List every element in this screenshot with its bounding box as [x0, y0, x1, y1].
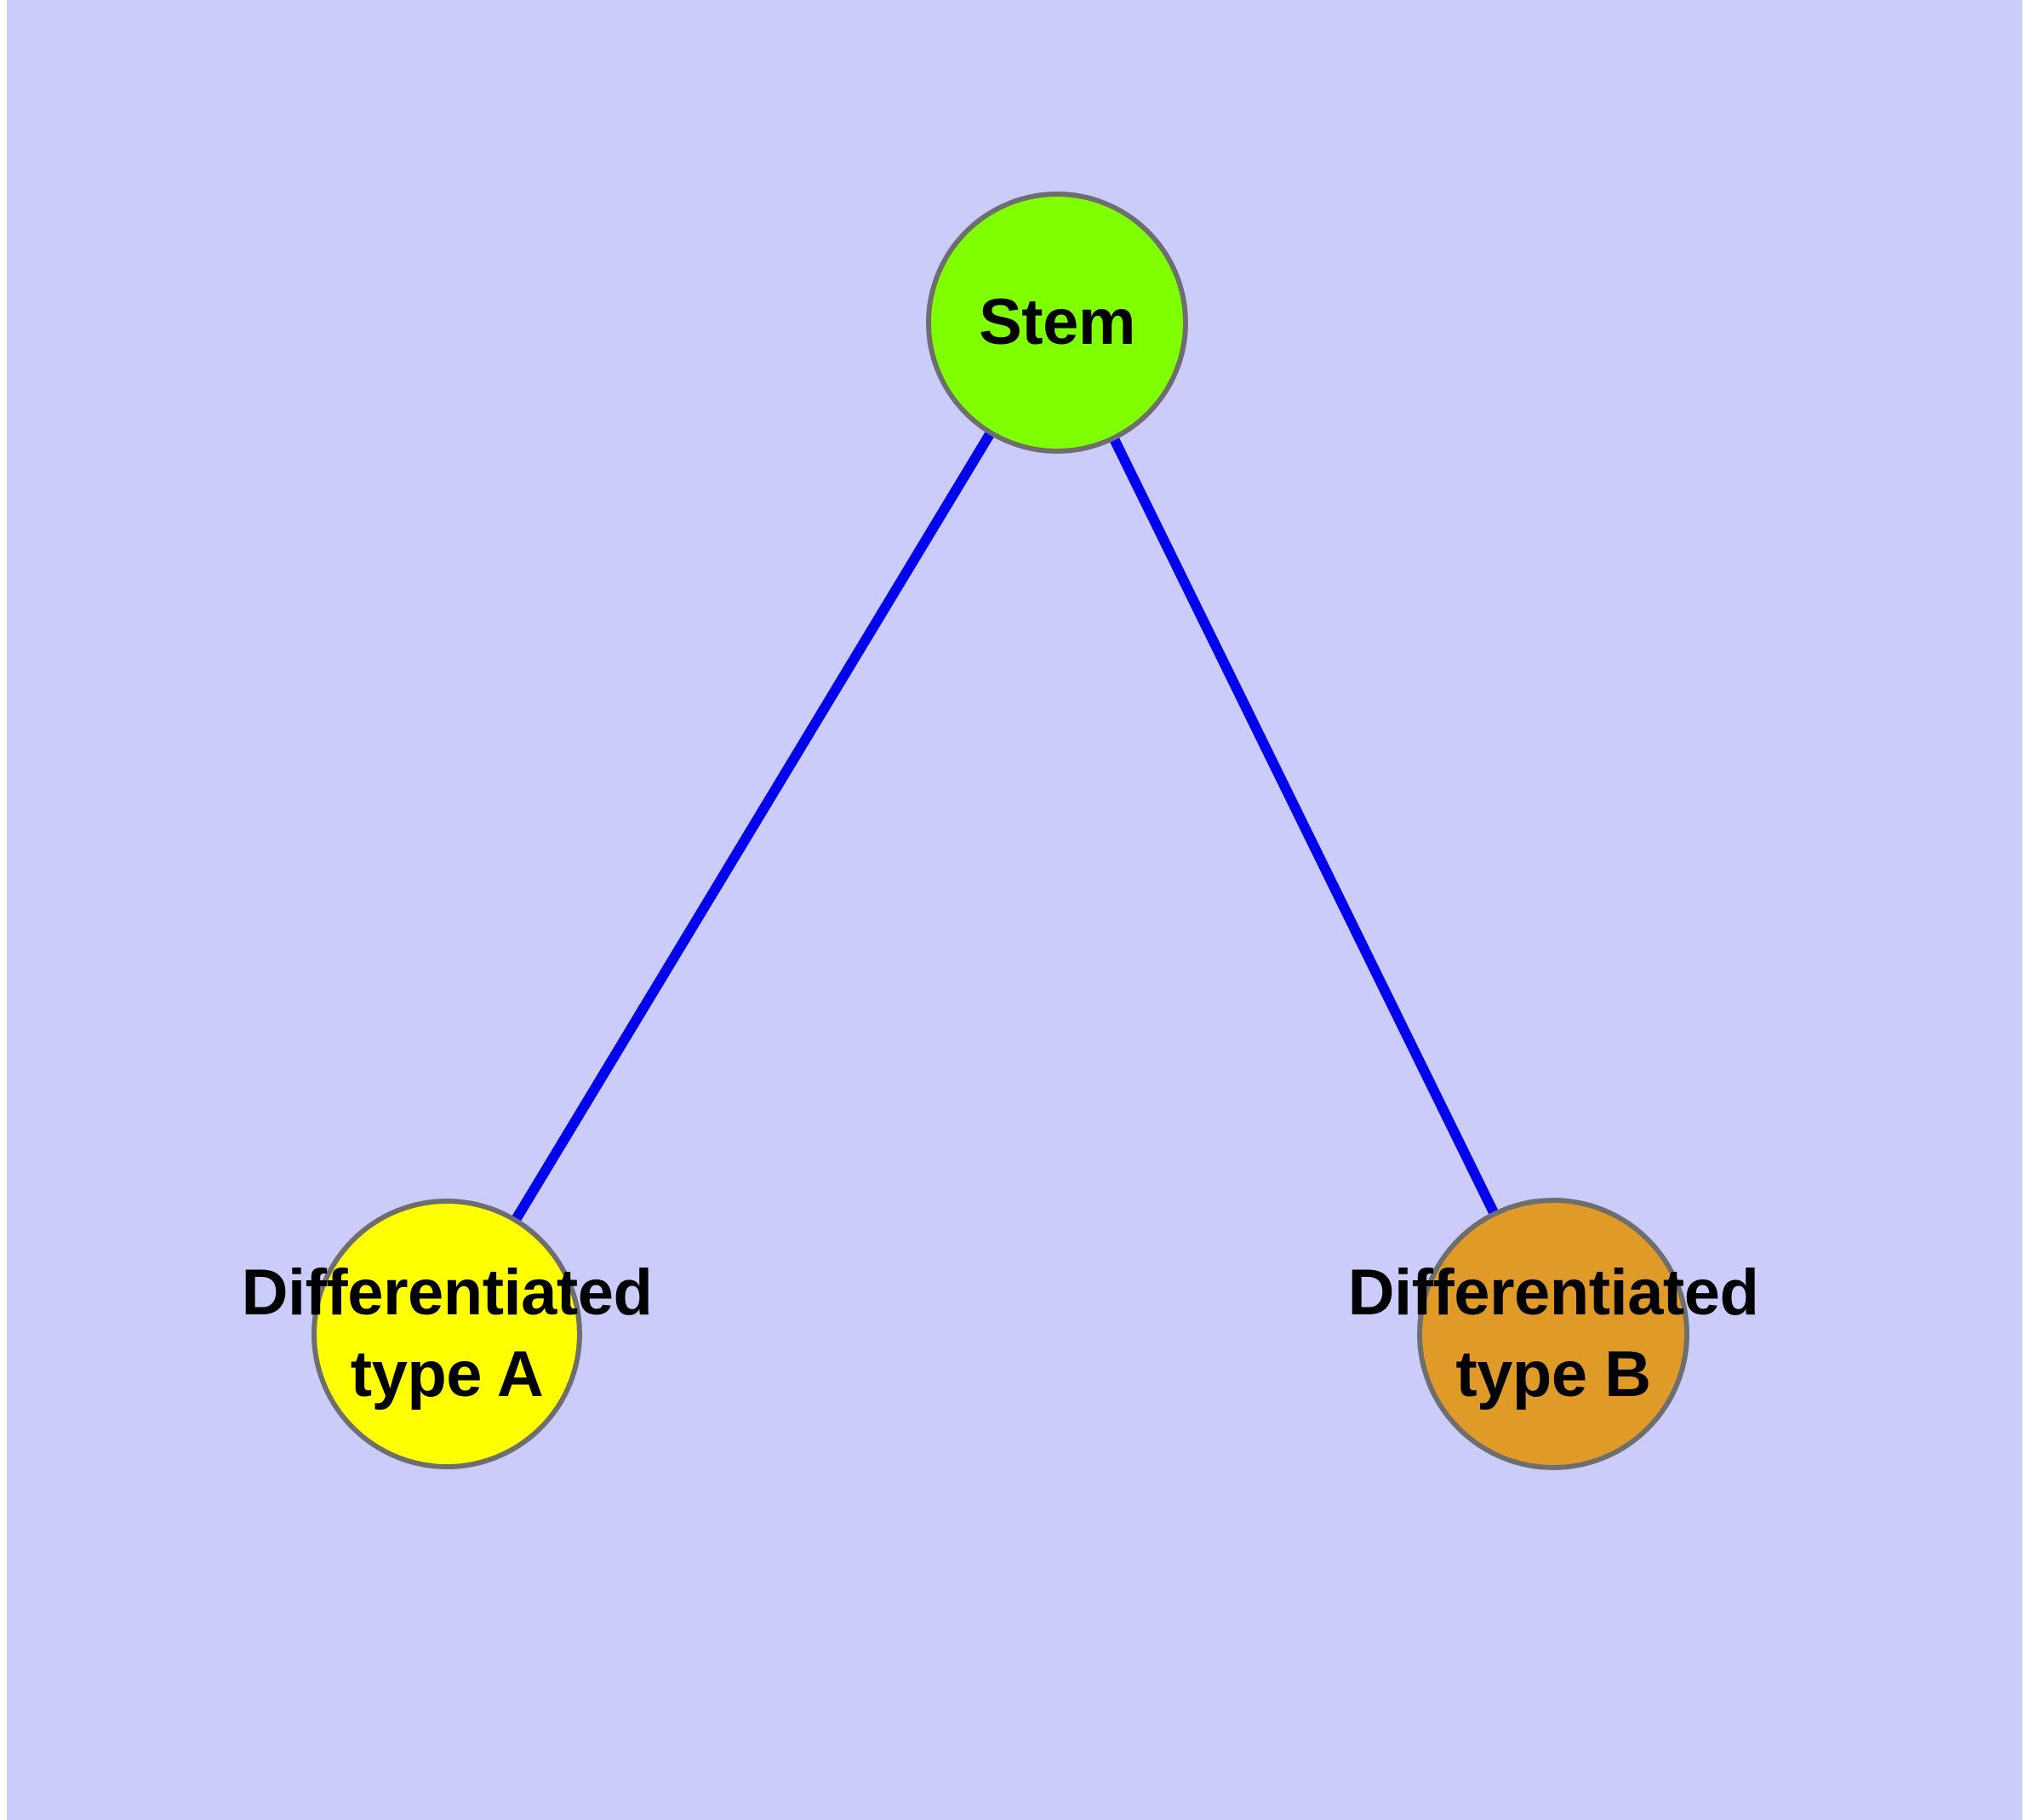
nodes-layer — [311, 192, 1689, 1470]
graph-node-diff_b[interactable] — [1417, 1198, 1689, 1470]
graph-edge-stem-to-diff_b[interactable] — [1110, 437, 1499, 1215]
graph-node-diff_a[interactable] — [311, 1199, 582, 1469]
graph-edge-stem-to-diff_a[interactable] — [512, 431, 995, 1222]
edges-layer — [512, 431, 1499, 1222]
graph-node-stem[interactable] — [926, 192, 1188, 454]
